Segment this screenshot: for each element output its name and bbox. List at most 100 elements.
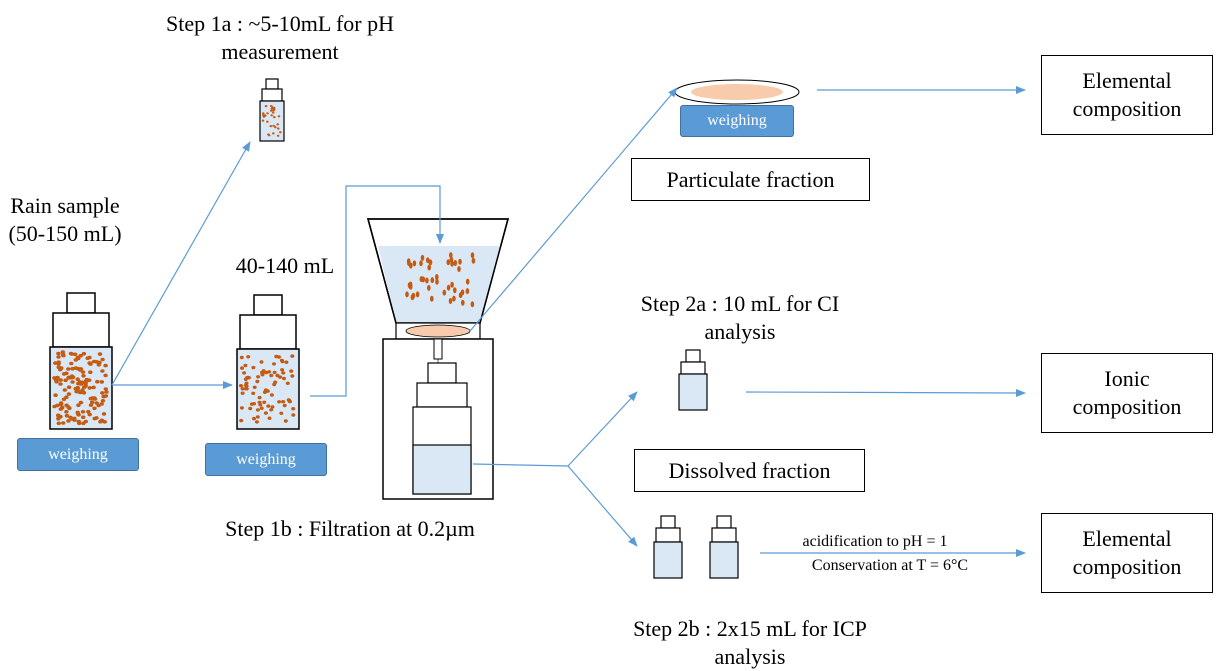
particle: [264, 105, 268, 108]
particle: [426, 257, 430, 264]
step1a-line1: Step 1a : ~5-10mL for pH: [166, 11, 394, 36]
step1b-label: Step 1b : Filtration at 0.2µm: [225, 516, 475, 541]
particle: [243, 363, 248, 368]
particle: [427, 284, 431, 291]
particle: [261, 112, 265, 115]
particle: [84, 377, 90, 382]
rain-sample-bottle-icon: [49, 292, 113, 430]
particle: [103, 394, 109, 398]
arrow-to-icp-vials: [567, 465, 638, 547]
particle: [97, 352, 103, 356]
particle: [88, 403, 94, 407]
particle: [279, 131, 282, 134]
particle: [78, 382, 84, 386]
particle: [81, 415, 86, 420]
particle: [87, 412, 92, 417]
particle: [262, 400, 267, 404]
particle: [55, 403, 60, 408]
particle: [263, 114, 267, 117]
particle: [452, 295, 456, 302]
particle: [68, 415, 73, 420]
elemental-composition-box-1: Elemental composition: [1041, 55, 1213, 135]
arrow-to-filter: [469, 87, 678, 332]
flow-arrows: [111, 86, 1026, 557]
particle: [450, 281, 454, 288]
particle: [100, 369, 105, 373]
particle: [81, 391, 87, 395]
particle: [428, 259, 433, 266]
particle: [267, 416, 272, 420]
particle: [282, 376, 286, 381]
particle: [103, 387, 109, 391]
particle: [76, 403, 81, 408]
particles-bottle1: [52, 350, 109, 426]
particle: [243, 383, 248, 388]
particle: [276, 123, 280, 126]
particle: [248, 406, 253, 411]
particle: [282, 403, 287, 408]
particle: [289, 369, 294, 373]
particle: [290, 354, 295, 358]
particle: [252, 402, 256, 406]
particle: [242, 371, 247, 375]
particle: [64, 403, 69, 408]
particle: [430, 277, 435, 284]
particle: [64, 395, 69, 400]
particle: [240, 387, 245, 391]
particle: [446, 259, 451, 266]
arrow-to-funnel: [310, 185, 444, 397]
particle: [267, 370, 272, 374]
particle: [272, 106, 276, 109]
particle: [73, 366, 79, 370]
particle: [458, 292, 463, 299]
particle: [286, 398, 291, 402]
particle: [272, 124, 275, 127]
particle: [66, 392, 72, 396]
particle: [272, 362, 276, 366]
particle: [60, 350, 66, 354]
particle: [291, 407, 296, 411]
ionic-line1: Ionic: [1104, 366, 1150, 391]
particle: [465, 278, 470, 285]
particle: [255, 415, 260, 419]
particle: [270, 405, 275, 409]
particle: [274, 126, 277, 129]
step1a-label: Step 1a : ~5-10mL for pH measurement: [130, 10, 430, 66]
particle: [269, 393, 274, 397]
particle: [91, 385, 96, 390]
particle: [266, 112, 269, 115]
particle: [266, 120, 269, 123]
particle: [263, 411, 268, 415]
particle: [461, 299, 465, 306]
particle: [260, 370, 264, 375]
particle: [60, 352, 66, 357]
particle: [78, 368, 83, 372]
particle: [53, 393, 58, 398]
particle: [56, 365, 61, 370]
step2b-line2: analysis: [714, 644, 786, 669]
particle: [95, 379, 100, 384]
arrow-to-ci-vial: [567, 391, 638, 467]
particle: [262, 390, 267, 394]
step2b-label: Step 2b : 2x15 mL for ICP analysis: [590, 615, 910, 671]
particle: [76, 412, 81, 417]
particle: [470, 252, 475, 259]
step2a-line1: Step 2a : 10 mL for CI: [640, 291, 840, 316]
particle: [280, 368, 285, 372]
particle: [58, 401, 64, 405]
particle: [273, 116, 276, 119]
icp-vial-2-icon: [709, 515, 739, 579]
particle: [70, 380, 75, 384]
particle: [425, 277, 429, 284]
particle: [61, 372, 67, 376]
particle: [279, 411, 284, 415]
particle: [76, 390, 81, 394]
bottle2-icon: [236, 294, 300, 430]
particle: [58, 382, 63, 386]
particle: [53, 378, 59, 382]
particle: [58, 414, 63, 419]
particle: [406, 258, 411, 265]
volume-label: 40-140 mL: [235, 253, 335, 278]
particles-vial: [261, 105, 282, 137]
particle: [409, 262, 413, 269]
